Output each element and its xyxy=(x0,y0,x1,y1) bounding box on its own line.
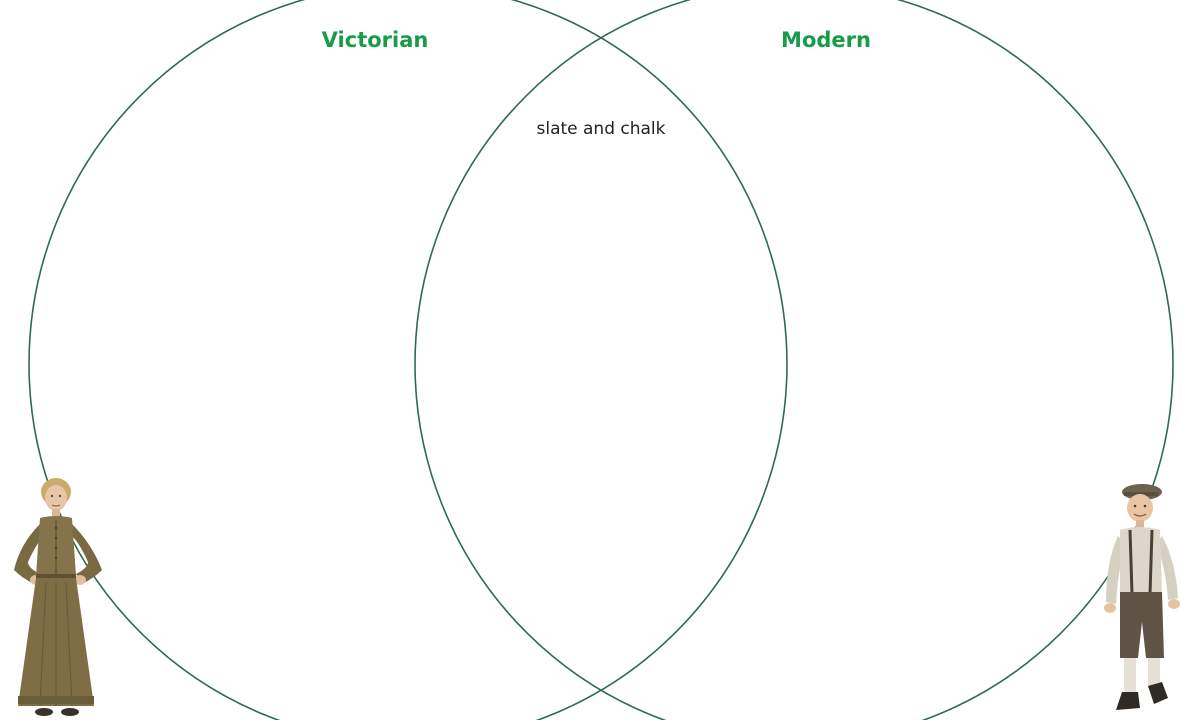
victorian-boy-illustration xyxy=(1098,482,1181,720)
victorian-label: Victorian xyxy=(322,28,429,52)
victorian-woman-illustration xyxy=(6,474,110,720)
modern-circle xyxy=(415,0,1173,720)
modern-label: Modern xyxy=(781,28,871,52)
victorian-circle xyxy=(29,0,787,720)
overlap-item: slate and chalk xyxy=(536,119,665,139)
